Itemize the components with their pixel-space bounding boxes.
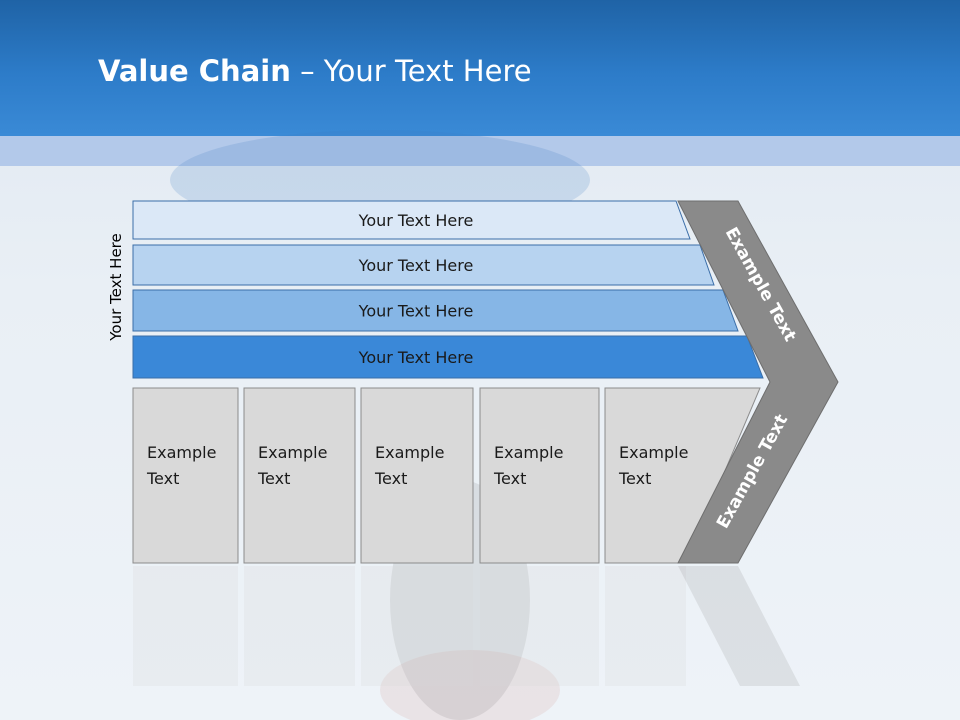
- activity-box-label: Example: [258, 443, 327, 462]
- activity-box: [243, 387, 356, 564]
- margin-chevron-reflection: [678, 566, 800, 686]
- title-rest: – Your Text Here: [290, 54, 532, 88]
- bar-label: Your Text Here: [358, 302, 474, 321]
- activity-box-reflection: [480, 566, 599, 686]
- bar-label: Your Text Here: [358, 211, 474, 230]
- activity-box-label: Example: [619, 443, 688, 462]
- bar-label: Your Text Here: [358, 256, 474, 275]
- header-band: [0, 0, 960, 136]
- activity-box-label: Text: [618, 469, 651, 488]
- page-title: Value Chain – Your Text Here: [98, 54, 532, 88]
- activity-box: [360, 387, 474, 564]
- activity-box-label: Example: [147, 443, 216, 462]
- activity-box-label: Example: [375, 443, 444, 462]
- activity-box-label: Text: [257, 469, 290, 488]
- bar-1: [132, 200, 691, 240]
- margin-chevron: [677, 200, 839, 564]
- activity-box-reflection: [244, 566, 355, 686]
- activity-box-reflection: [605, 566, 686, 686]
- bar-4: [132, 335, 764, 379]
- activity-box-label: Example: [494, 443, 563, 462]
- title-bold: Value Chain: [98, 54, 291, 88]
- activity-box: [132, 387, 239, 564]
- bar-2: [132, 244, 715, 286]
- activity-box: [479, 387, 600, 564]
- bar-label: Your Text Here: [358, 348, 474, 367]
- header-subband: [0, 136, 960, 166]
- bar-3: [132, 289, 739, 332]
- activity-box-label: Text: [493, 469, 526, 488]
- activity-box-label: Text: [146, 469, 179, 488]
- activity-box-reflection: [133, 566, 238, 686]
- activity-box-reflection: [361, 566, 473, 686]
- activity-box-label: Text: [374, 469, 407, 488]
